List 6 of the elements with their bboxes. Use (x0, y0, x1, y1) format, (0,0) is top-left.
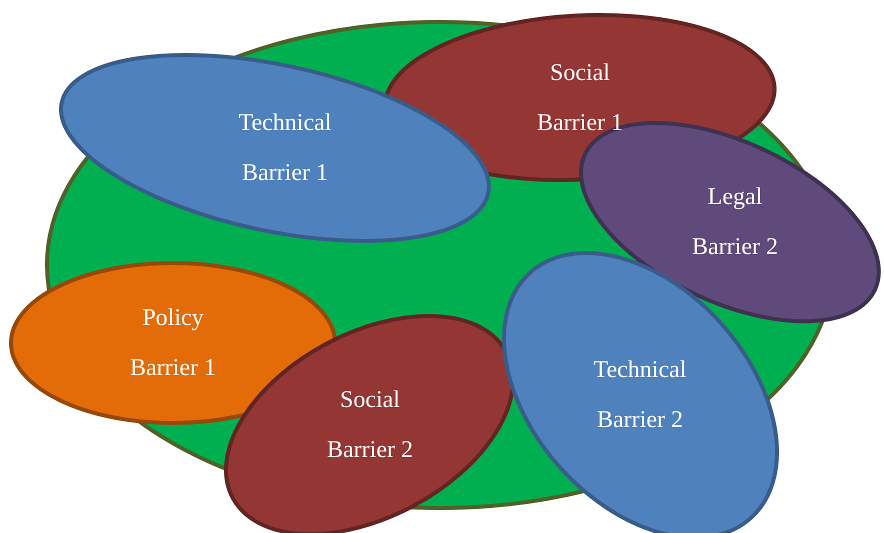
node-label: Social Barrier 1 (536, 58, 624, 138)
node-label: Technical Barrier 1 (238, 108, 332, 188)
node-label: Legal Barrier 2 (691, 182, 779, 262)
node-label: Policy Barrier 1 (129, 304, 217, 383)
node-label: Social Barrier 2 (326, 386, 414, 465)
node-label: Technical Barrier 2 (592, 356, 688, 435)
